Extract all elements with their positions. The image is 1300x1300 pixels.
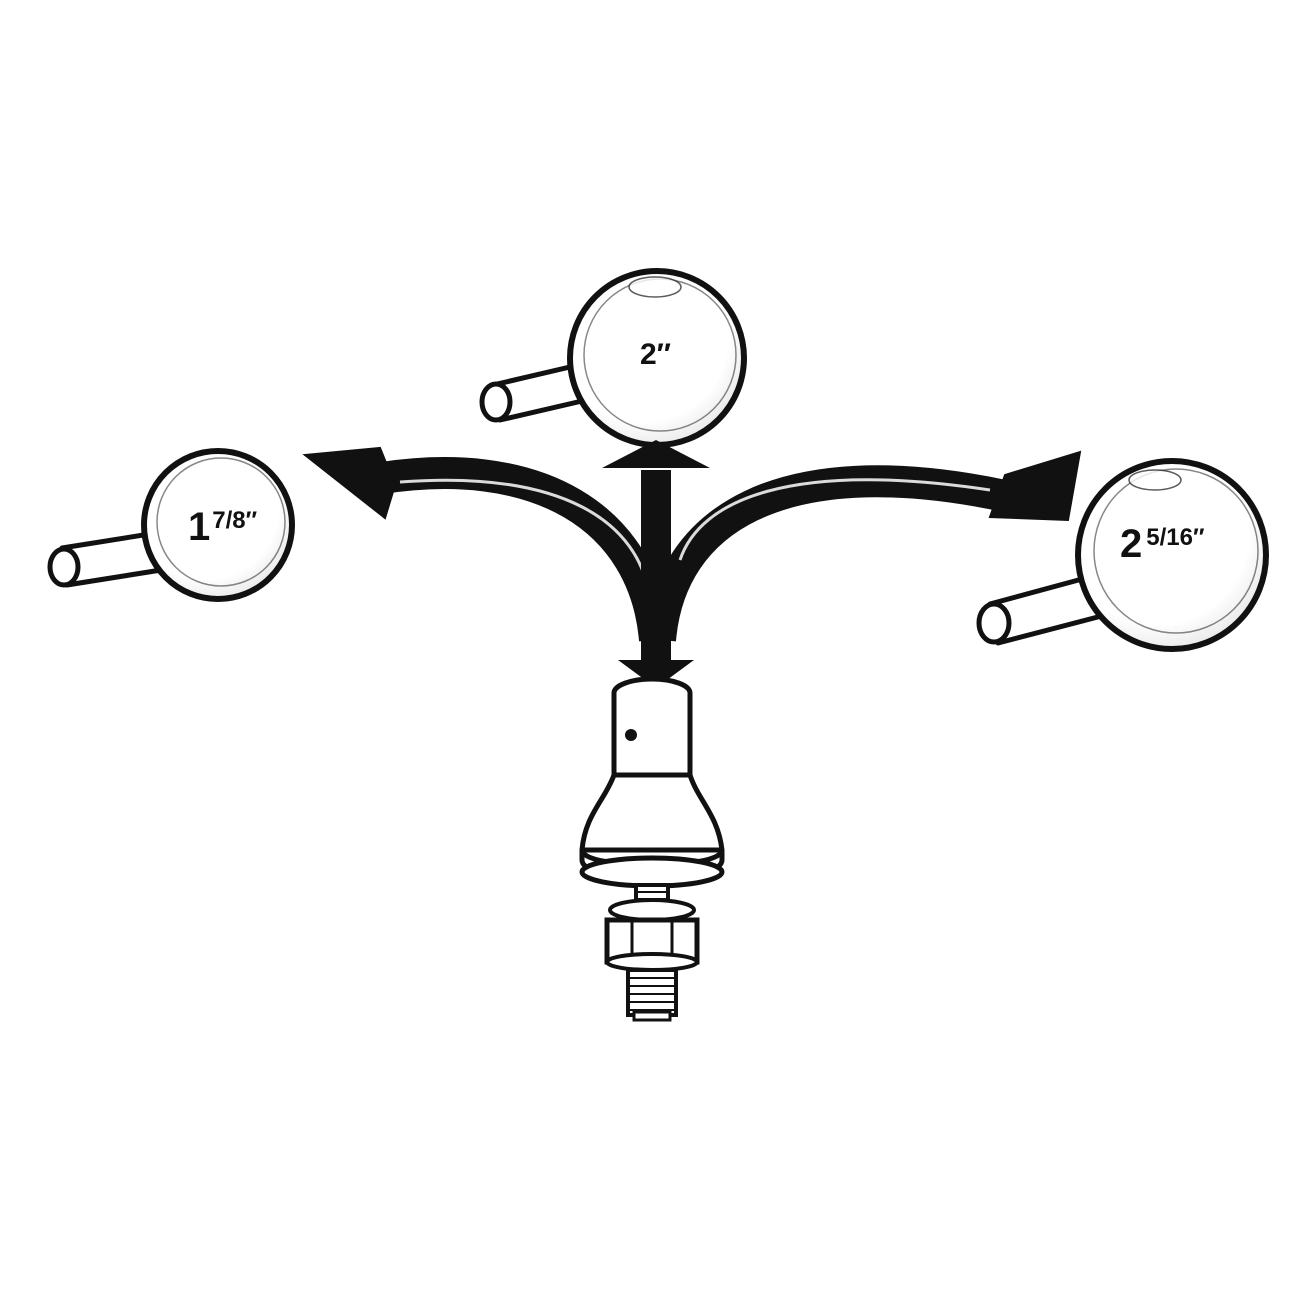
ball-right-size-fraction: 5/16″ [1146,524,1205,551]
three-way-curved-arrow-icon [302,440,1082,688]
ball-left-size-fraction: 7/8″ [212,507,257,534]
ball-center-size-label: 2″ [640,338,671,371]
ball-left-size-whole: 1 [188,505,210,549]
ball-left: 17/8″ [47,448,295,602]
ball-left-size-label: 17/8″ [188,505,258,549]
ball-center: 2″ [479,268,747,448]
ball-right-size-whole: 2 [1120,522,1142,566]
hitch-ball-shank-icon [579,676,725,1022]
